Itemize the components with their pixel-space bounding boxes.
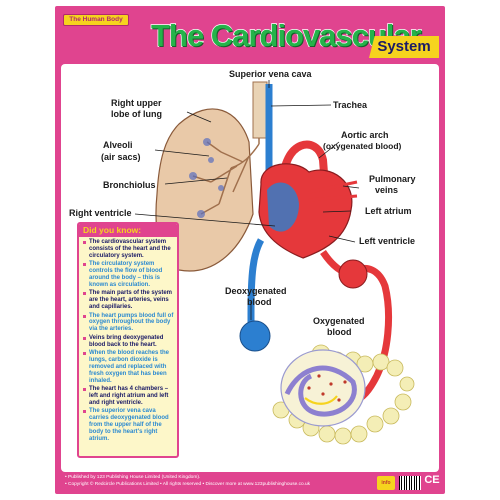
header: The Human Body The Cardiovascular System — [55, 6, 445, 64]
publisher-logo: info — [377, 476, 395, 490]
fact-item: The cardiovascular system consists of th… — [83, 239, 174, 260]
label-pulmonary-veins-2: veins — [375, 185, 398, 195]
did-you-know-title: Did you know: — [79, 224, 177, 237]
footer-publisher: • Published by 123 Publishing House Limi… — [65, 475, 201, 480]
label-left-ventricle: Left ventricle — [359, 236, 415, 246]
label-deoxygenated-blood: Deoxygenated — [225, 286, 287, 296]
label-superior-vena-cava: Superior vena cava — [229, 69, 313, 79]
label-oxygenated-blood: Oxygenated — [313, 316, 365, 326]
alveoli-clusters — [189, 138, 224, 218]
blood-cells — [307, 374, 347, 402]
fact-item: The circulatory system controls the flow… — [83, 261, 174, 289]
label-right-ventricle: Right ventricle — [69, 208, 132, 218]
label-oxygenated-blood-2: blood — [327, 327, 352, 337]
label-aortic-arch-2: (oxygenated blood) — [323, 141, 402, 151]
fact-item: The heart pumps blood full of oxygen thr… — [83, 313, 174, 334]
label-right-upper-lobe-2: lobe of lung — [111, 109, 162, 119]
leader-lines — [134, 80, 360, 320]
ce-mark: CE — [424, 474, 440, 486]
label-right-upper-lobe: Right upper — [111, 98, 162, 108]
footer-notes: • Published by 123 Publishing House Limi… — [65, 474, 335, 488]
label-trachea: Trachea — [333, 100, 368, 110]
flow-arrow — [304, 395, 338, 405]
label-left-atrium: Left atrium — [365, 206, 412, 216]
label-aortic-arch: Aortic arch — [341, 130, 389, 140]
label-bronchiolus: Bronchiolus — [103, 180, 156, 190]
deoxygenated-vessel — [247, 238, 265, 326]
pulmonary-veins — [308, 180, 358, 202]
heart-right-chambers — [267, 182, 299, 232]
label-alveoli-2: (air sacs) — [101, 152, 141, 162]
lung-illustration — [155, 108, 254, 272]
capillary-network — [284, 365, 357, 417]
fact-item: The main parts of the system are the hea… — [83, 290, 174, 311]
poster-frame: The Human Body The Cardiovascular System — [55, 6, 445, 494]
did-you-know-list: The cardiovascular system consists of th… — [79, 237, 177, 443]
fact-item: When the blood reaches the lungs, carbon… — [83, 350, 174, 385]
oxygenated-capillary-bed — [338, 259, 368, 289]
label-pulmonary-veins: Pulmonary — [369, 174, 416, 184]
deoxygenated-capillary-bed — [239, 320, 271, 352]
page-subtitle: System — [369, 36, 439, 58]
footer-copyright: • Copyright © Redcircle Publications Lim… — [65, 482, 311, 487]
fact-item: The superior vena cava carries deoxygena… — [83, 408, 174, 443]
fact-item: The heart has 4 chambers – left and righ… — [83, 386, 174, 407]
trachea-illustration — [252, 81, 268, 139]
fact-item: Veins bring deoxygenated blood back to t… — [83, 335, 174, 349]
label-alveoli: Alveoli — [103, 140, 133, 150]
barcode — [399, 476, 421, 490]
diagram-panel: Superior vena cava Trachea Right upper l… — [61, 64, 439, 472]
cardiovascular-diagram: Superior vena cava Trachea Right upper l… — [69, 69, 416, 445]
label-deoxygenated-blood-2: blood — [247, 297, 272, 307]
did-you-know-box: Did you know: The cardiovascular system … — [77, 222, 179, 458]
kicker-badge: The Human Body — [63, 14, 129, 26]
